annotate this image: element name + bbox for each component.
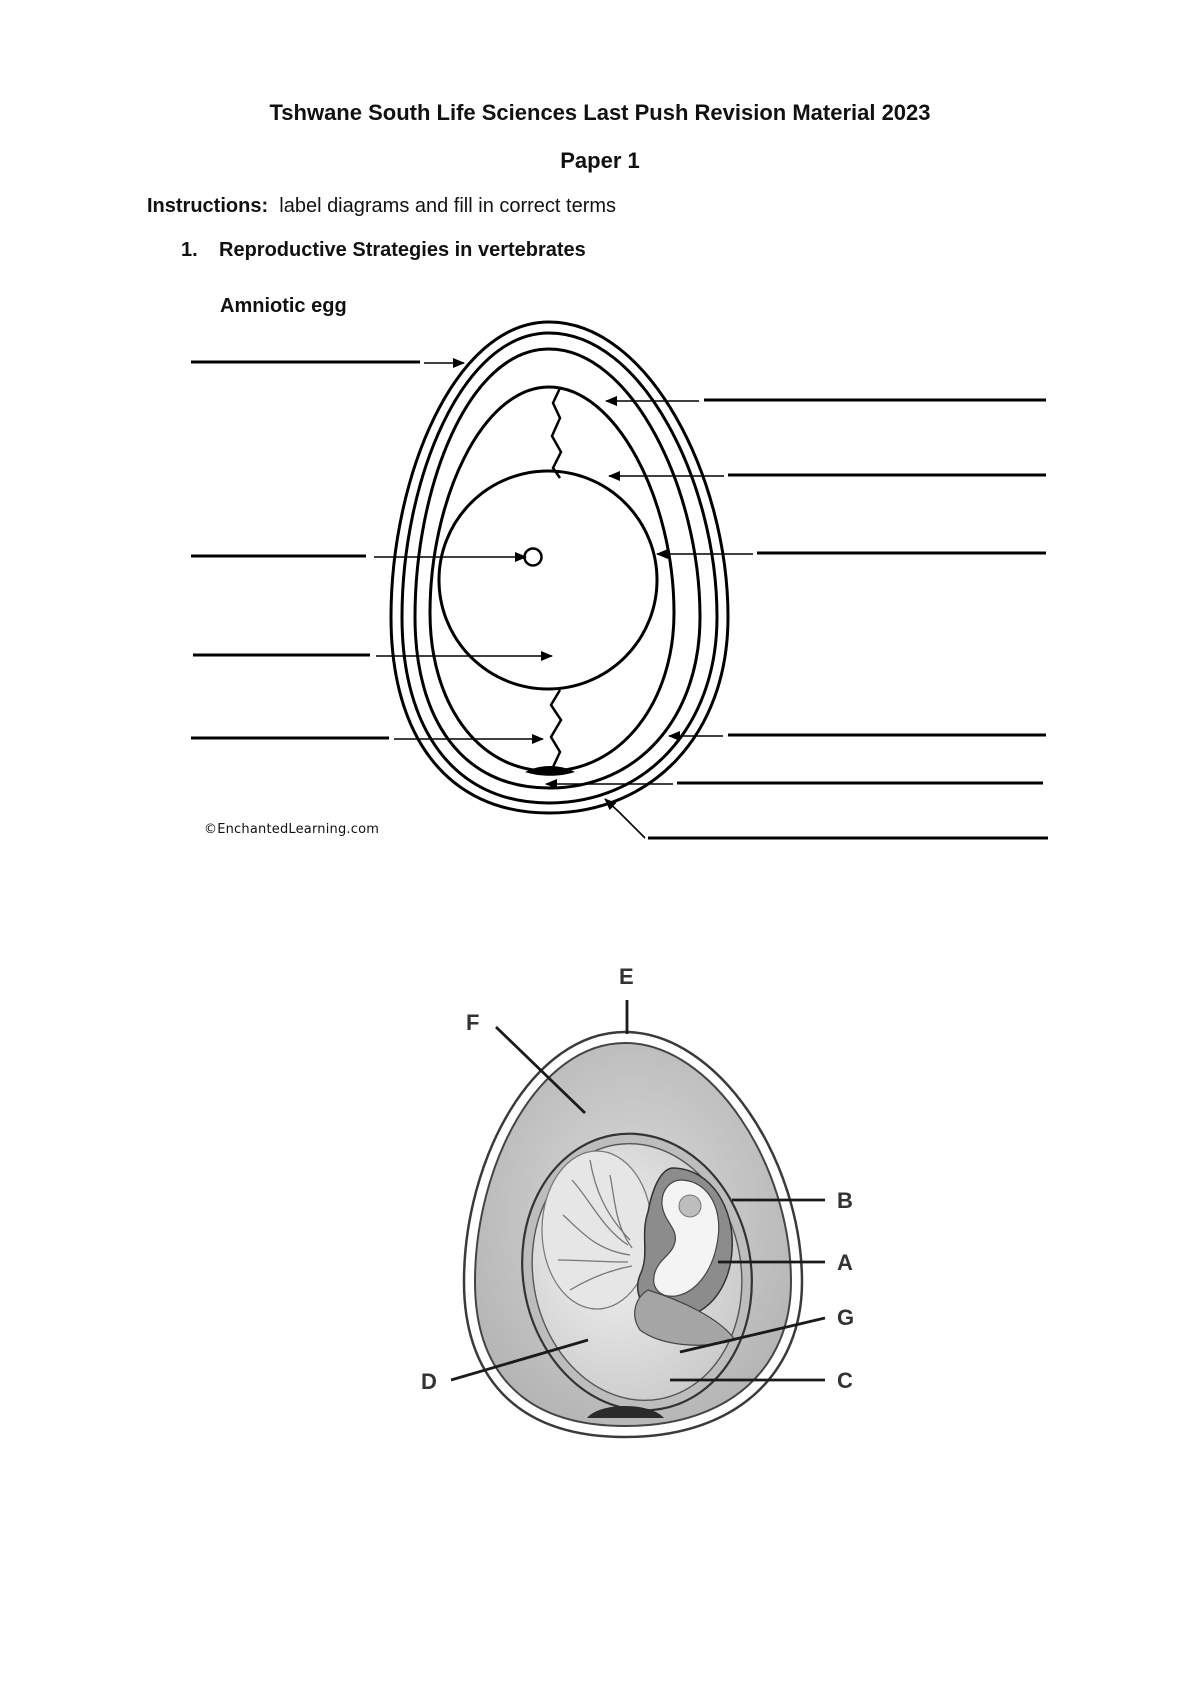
label-e: E (619, 964, 634, 989)
instructions-text: label diagrams and fill in correct terms (279, 195, 617, 217)
albumen-membrane (428, 385, 676, 773)
question-text: Reproductive Strategies in vertebrates (219, 239, 586, 261)
document-title: Tshwane South Life Sciences Last Push Re… (269, 100, 931, 125)
label-f: F (466, 1010, 479, 1035)
blood-vessel (569, 1265, 633, 1291)
instructions: Instructions: label diagrams and fill in… (147, 195, 616, 218)
blood-vessel (557, 1259, 629, 1263)
germinal-disc (523, 547, 543, 567)
leader-line-g (679, 1316, 826, 1354)
paper-number: Paper 1 (560, 148, 640, 173)
label-a: A (837, 1250, 853, 1275)
egg-shell (462, 1030, 804, 1439)
blood-vessel (562, 1214, 631, 1256)
egg-albumen (473, 1041, 793, 1428)
question-heading: 1. Reproductive Strategies in vertebrates (181, 239, 586, 262)
label-c: C (837, 1368, 853, 1393)
chorion-inner (531, 1142, 743, 1402)
blood-vessel (609, 1174, 633, 1249)
blood-vessel (571, 1179, 629, 1246)
embryo (653, 1179, 720, 1297)
blood-vessel (589, 1159, 631, 1241)
pointer-arrow-outer-shell (604, 798, 646, 839)
label-d: D (421, 1369, 437, 1394)
air-sac (587, 1406, 664, 1418)
chorion (521, 1132, 753, 1412)
shell-outer-outline (389, 320, 730, 815)
label-b: B (837, 1188, 853, 1213)
diagram-heading: Amniotic egg (220, 295, 347, 317)
label-g: G (837, 1305, 854, 1330)
image-credit: ©EnchantedLearning.com (204, 822, 380, 837)
embryo-eye (678, 1194, 702, 1218)
question-number: 1. (181, 239, 198, 261)
air-cell (525, 766, 575, 776)
leader-line-f (495, 1025, 586, 1115)
amniotic-egg-diagram (191, 320, 1048, 840)
yolk (437, 469, 659, 691)
instructions-label: Instructions: (147, 195, 269, 217)
leader-line-d (450, 1338, 589, 1382)
chalaza-top (550, 387, 563, 479)
chalaza-bottom (549, 689, 563, 776)
shell-inner-outline (400, 331, 719, 805)
allantois (634, 1289, 736, 1346)
amnion (636, 1167, 733, 1319)
yolk-sac (541, 1150, 653, 1310)
